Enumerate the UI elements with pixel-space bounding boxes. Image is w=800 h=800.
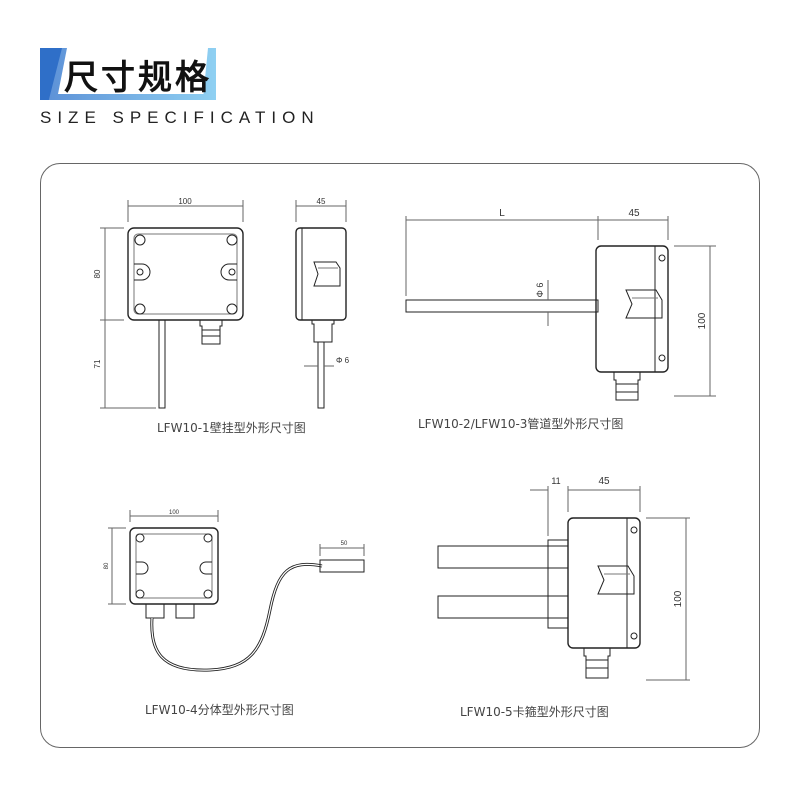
screw-icon	[134, 234, 146, 246]
dim-label: 45	[598, 476, 610, 487]
mount-hole-icon	[228, 268, 236, 276]
clamp-bracket	[547, 539, 569, 629]
dim-label: 100	[697, 312, 708, 329]
vent-icon	[313, 261, 341, 287]
enclosure-body	[595, 245, 669, 373]
enclosure-lid	[133, 233, 238, 315]
enclosure-side	[295, 227, 347, 321]
dim-label: Φ 6	[336, 356, 350, 365]
header-title-background	[58, 48, 208, 94]
dim-label: 100	[178, 197, 192, 206]
dim-label: 100	[169, 510, 180, 516]
dim-label: 80	[93, 269, 102, 278]
mount-ear-right	[220, 263, 237, 281]
figure-caption: LFW10-5卡箍型外形尺寸图	[460, 705, 609, 719]
cable-gland	[199, 319, 223, 345]
probe-rod	[319, 559, 365, 573]
sensor-cable	[150, 562, 323, 672]
cable-gland	[175, 603, 195, 619]
dim-label: 80	[104, 562, 110, 569]
figure-caption: LFW10-2/LFW10-3管道型外形尺寸图	[418, 417, 624, 431]
figure-caption: LFW10-4分体型外形尺寸图	[145, 703, 294, 717]
screw-icon	[226, 303, 238, 315]
dim-label: 50	[341, 541, 348, 547]
figure-wall-mount-side	[295, 200, 347, 409]
drawing-panel	[40, 163, 760, 748]
figure-wall-mount-front	[100, 200, 244, 409]
dim-label: Φ 6	[535, 283, 545, 298]
dim-label: 71	[93, 359, 102, 368]
enclosure-body	[127, 227, 244, 321]
vent-icon	[597, 565, 635, 595]
probe-rod	[405, 299, 599, 313]
cable-gland	[613, 371, 641, 401]
figure-clamp	[437, 486, 690, 681]
screw-icon	[134, 303, 146, 315]
dim-label: 11	[551, 476, 560, 486]
probe-rod	[158, 319, 166, 409]
dim-label: 45	[317, 197, 326, 206]
figure-caption: LFW10-1壁挂型外形尺寸图	[157, 421, 306, 435]
cable-gland	[145, 603, 165, 619]
figure-duct	[405, 216, 716, 401]
enclosure-body	[129, 527, 219, 605]
probe-rod	[317, 341, 325, 409]
page-title: 尺寸规格	[64, 58, 212, 98]
mount-ear-left	[134, 263, 151, 281]
page-subtitle: SIZE SPECIFICATION	[40, 108, 320, 127]
screw-icon	[226, 234, 238, 246]
enclosure-body	[567, 517, 641, 649]
cable-gland	[583, 647, 611, 679]
dim-label: L	[499, 208, 505, 219]
dim-label: 45	[628, 208, 640, 219]
mount-hole-icon	[136, 268, 144, 276]
cable-gland	[311, 319, 335, 343]
dim-label: 100	[673, 590, 684, 607]
vent-icon	[625, 289, 663, 319]
figure-split	[108, 510, 365, 672]
